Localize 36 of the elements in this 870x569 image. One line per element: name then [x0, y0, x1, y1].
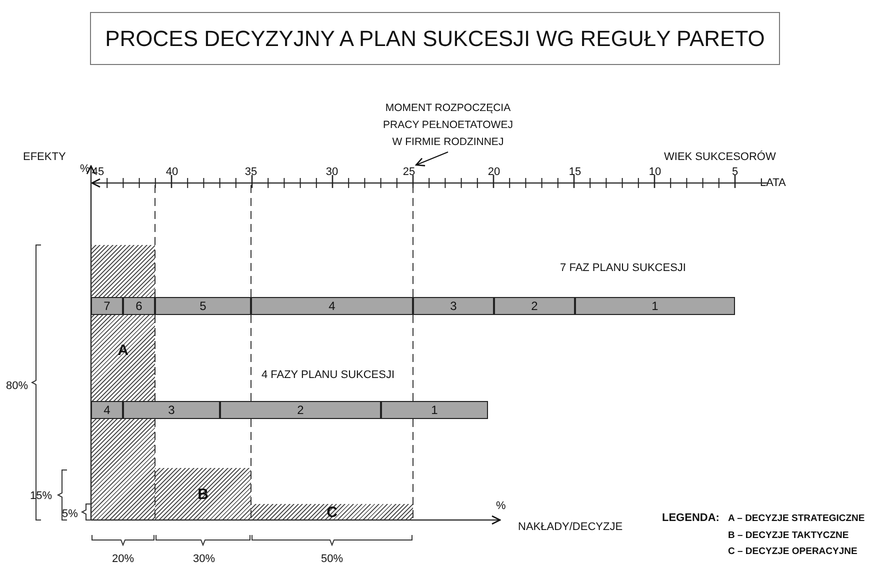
series-label: 4 FAZY PLANU SUKCESJI — [261, 369, 395, 382]
unit-label: % — [496, 500, 506, 513]
legend-entry: B – DECYZJE TAKTYCZNE — [728, 528, 849, 542]
tick-label: 5 — [732, 166, 738, 179]
tick-label: 25 — [402, 166, 416, 179]
brace-label: 5% — [62, 508, 78, 521]
axis-label: NAKŁADY/DECYZJE — [518, 521, 623, 534]
brace-label: 80% — [6, 380, 28, 393]
phase-segment: 4 — [251, 297, 413, 315]
tick-label: 45 — [92, 166, 104, 179]
axis-label: LATA — [760, 177, 786, 190]
brace-label: 30% — [192, 553, 216, 566]
tick-label: 40 — [166, 166, 178, 179]
series-label: 7 FAZ PLANU SUKCESJI — [560, 262, 686, 275]
phase-segment: 3 — [413, 297, 494, 315]
tick-label: 35 — [244, 166, 258, 179]
axis-label: WIEK SUKCESORÓW — [664, 151, 776, 164]
tick-label: 10 — [648, 166, 662, 179]
phase-segment: 1 — [575, 297, 735, 315]
brace-label: 50% — [320, 553, 344, 566]
phase-segment: 3 — [123, 401, 220, 419]
title-box: PROCES DECYZYJNY A PLAN SUKCESJI WG REGUŁY PARETO — [90, 12, 780, 65]
phase-segment: 2 — [220, 401, 381, 419]
tick-label: 20 — [488, 166, 500, 179]
phase-segment: 1 — [381, 401, 488, 419]
phase-segment: 2 — [494, 297, 575, 315]
axis-label: EFEKTY — [23, 151, 66, 164]
phase-segment: 5 — [155, 297, 251, 315]
legend-entry: C – DECYZJE OPERACYJNE — [728, 545, 858, 558]
legend-heading: LEGENDA: — [662, 512, 720, 525]
brace-label: 20% — [112, 553, 134, 566]
leader-arrow — [415, 151, 448, 166]
legend-entry: A – DECYZJE STRATEGICZNE — [728, 512, 865, 525]
tick-label: 15 — [568, 166, 582, 179]
tick-label: 30 — [326, 166, 338, 179]
callout-text: MOMENT ROZPOCZĘCIA PRACY PEŁNOETATOWEJ W FIRMIE RODZINNEJ — [383, 100, 513, 151]
